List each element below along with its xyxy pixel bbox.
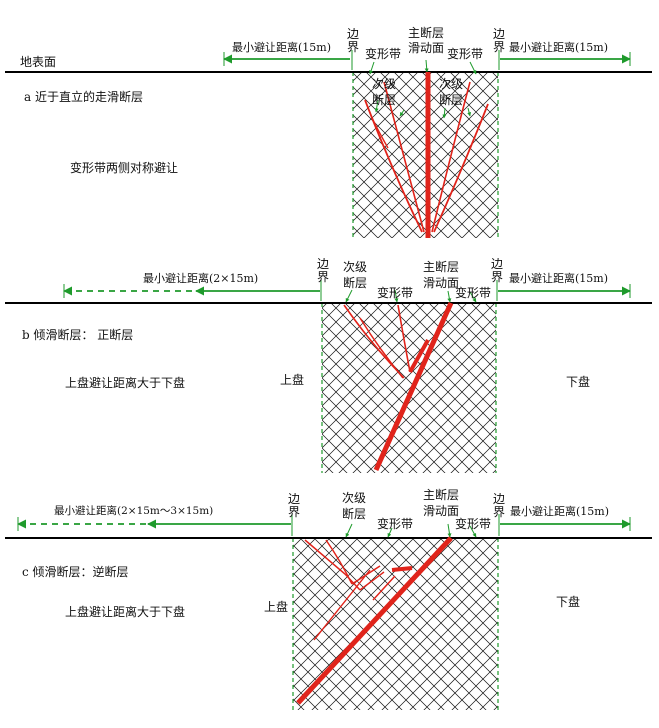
secondary-fault-label-left-2: 断层 <box>372 92 396 107</box>
deformation-zone-label-right: 变形带 <box>455 285 491 300</box>
deformation-zone-label-left: 变形带 <box>365 46 401 61</box>
min-distance-left-label: 最小避让距离(2×15m～3×15m) <box>54 504 213 517</box>
main-fault-label-1: 主断层 <box>423 259 459 274</box>
deformation-zone-hatch <box>322 303 496 473</box>
panel-c-title: c 倾滑断层：逆断层 <box>22 564 129 579</box>
secondary-fault-label-right-1: 次级 <box>439 77 463 91</box>
secondary-fault <box>359 571 385 591</box>
secondary-fault <box>408 339 430 373</box>
pointer-arrow <box>374 99 379 113</box>
main-fault-label-1: 主断层 <box>423 487 459 502</box>
panel-a-note: 变形带两侧对称避让 <box>70 160 178 175</box>
main-fault-label-2: 滑动面 <box>423 276 459 290</box>
pointer-arrow <box>469 525 477 538</box>
deformation-zone-label-right: 变形带 <box>455 516 491 531</box>
boundary-label-right-2: 界 <box>493 40 505 54</box>
min-distance-right-label: 最小避让距离(15m) <box>509 271 608 285</box>
panel-c-note: 上盘避让距离大于下盘 <box>65 604 185 619</box>
secondary-fault <box>313 569 371 641</box>
secondary-fault <box>431 81 471 233</box>
boundary-label-left-1: 边 <box>317 257 329 271</box>
min-distance-left-label: 最小避让距离(15m) <box>232 40 331 54</box>
pointer-arrow <box>447 523 452 538</box>
pointer-arrow <box>469 291 477 303</box>
ground-surface-label: 地表面 <box>20 55 56 69</box>
panel-b-title: b 倾滑断层： 正断层 <box>22 327 133 342</box>
pointer-arrow <box>399 109 405 117</box>
deformation-zone-label-left: 变形带 <box>377 516 413 531</box>
secondary-fault-label-right-2: 断层 <box>439 92 463 107</box>
deformation-zone-label-right: 变形带 <box>447 46 483 61</box>
boundary-label-left-2: 界 <box>317 270 329 284</box>
secondary-fault <box>383 81 425 233</box>
min-distance-right-label: 最小避让距离(15m) <box>509 40 608 54</box>
secondary-fault-label-2: 断层 <box>342 506 366 521</box>
secondary-fault <box>359 317 404 379</box>
secondary-fault-label-1: 次级 <box>342 491 366 505</box>
boundary-label-left-1: 边 <box>347 27 359 41</box>
panel-b-note: 上盘避让距离大于下盘 <box>65 375 185 390</box>
pointer-arrow <box>467 107 472 117</box>
pointer-arrow <box>442 107 447 119</box>
pointer-arrow <box>394 289 399 303</box>
secondary-fault <box>391 566 413 572</box>
deformation-zone-hatch <box>293 538 498 710</box>
main-fault-plane <box>296 536 453 705</box>
deformation-zone-label-left: 变形带 <box>377 285 413 300</box>
hanging-wall-label: 上盘 <box>280 372 304 387</box>
footwall-label: 下盘 <box>556 594 580 609</box>
pointer-arrow <box>387 527 393 538</box>
panel-c: c 倾滑断层：逆断层 上盘避让距离大于下盘 上盘 下盘 最小避让距离(2×15m… <box>5 487 652 710</box>
pointer-arrow <box>469 61 477 75</box>
secondary-fault <box>433 103 489 233</box>
main-fault-label-2: 滑动面 <box>408 41 444 55</box>
secondary-fault-label-left-1: 次级 <box>372 77 396 91</box>
hanging-wall-label: 上盘 <box>264 599 288 614</box>
panel-b: b 倾滑断层： 正断层 上盘避让距离大于下盘 上盘 下盘 最小避让距离(2×15… <box>5 257 652 473</box>
pointer-arrow <box>345 523 353 538</box>
secondary-fault <box>372 575 396 601</box>
main-fault-label-1: 主断层 <box>408 25 444 40</box>
secondary-fault <box>371 117 389 149</box>
main-fault-label-2: 滑动面 <box>423 504 459 518</box>
pointer-arrow <box>345 289 353 303</box>
boundary-label-right-2: 界 <box>493 505 505 519</box>
boundary-label-left-1: 边 <box>288 492 300 506</box>
secondary-fault-label-2: 断层 <box>343 275 367 290</box>
secondary-fault <box>397 304 411 373</box>
secondary-fault-label-1: 次级 <box>343 260 367 274</box>
min-distance-right-label: 最小避让距离(15m) <box>510 504 609 518</box>
boundary-label-left-2: 界 <box>288 505 300 519</box>
pointer-arrow <box>447 290 452 303</box>
secondary-fault <box>325 539 353 585</box>
footwall-label: 下盘 <box>566 374 590 389</box>
panel-a: 地表面 a 近于直立的走滑断层 变形带两侧对称避让 最小避让距离(15m) 最小… <box>5 25 652 238</box>
secondary-fault <box>364 99 423 233</box>
boundary-label-right-1: 边 <box>491 257 503 271</box>
main-fault-plane <box>373 301 454 472</box>
boundary-label-left-2: 界 <box>347 40 359 54</box>
secondary-fault <box>304 539 361 591</box>
boundary-label-right-1: 边 <box>493 492 505 506</box>
min-distance-left-label: 最小避让距离(2×15m) <box>143 271 258 285</box>
pointer-arrow <box>424 59 429 73</box>
boundary-label-right-1: 边 <box>493 27 505 41</box>
pointer-arrow <box>369 61 375 75</box>
panel-a-title: a 近于直立的走滑断层 <box>24 89 143 104</box>
boundary-label-right-2: 界 <box>491 270 503 284</box>
